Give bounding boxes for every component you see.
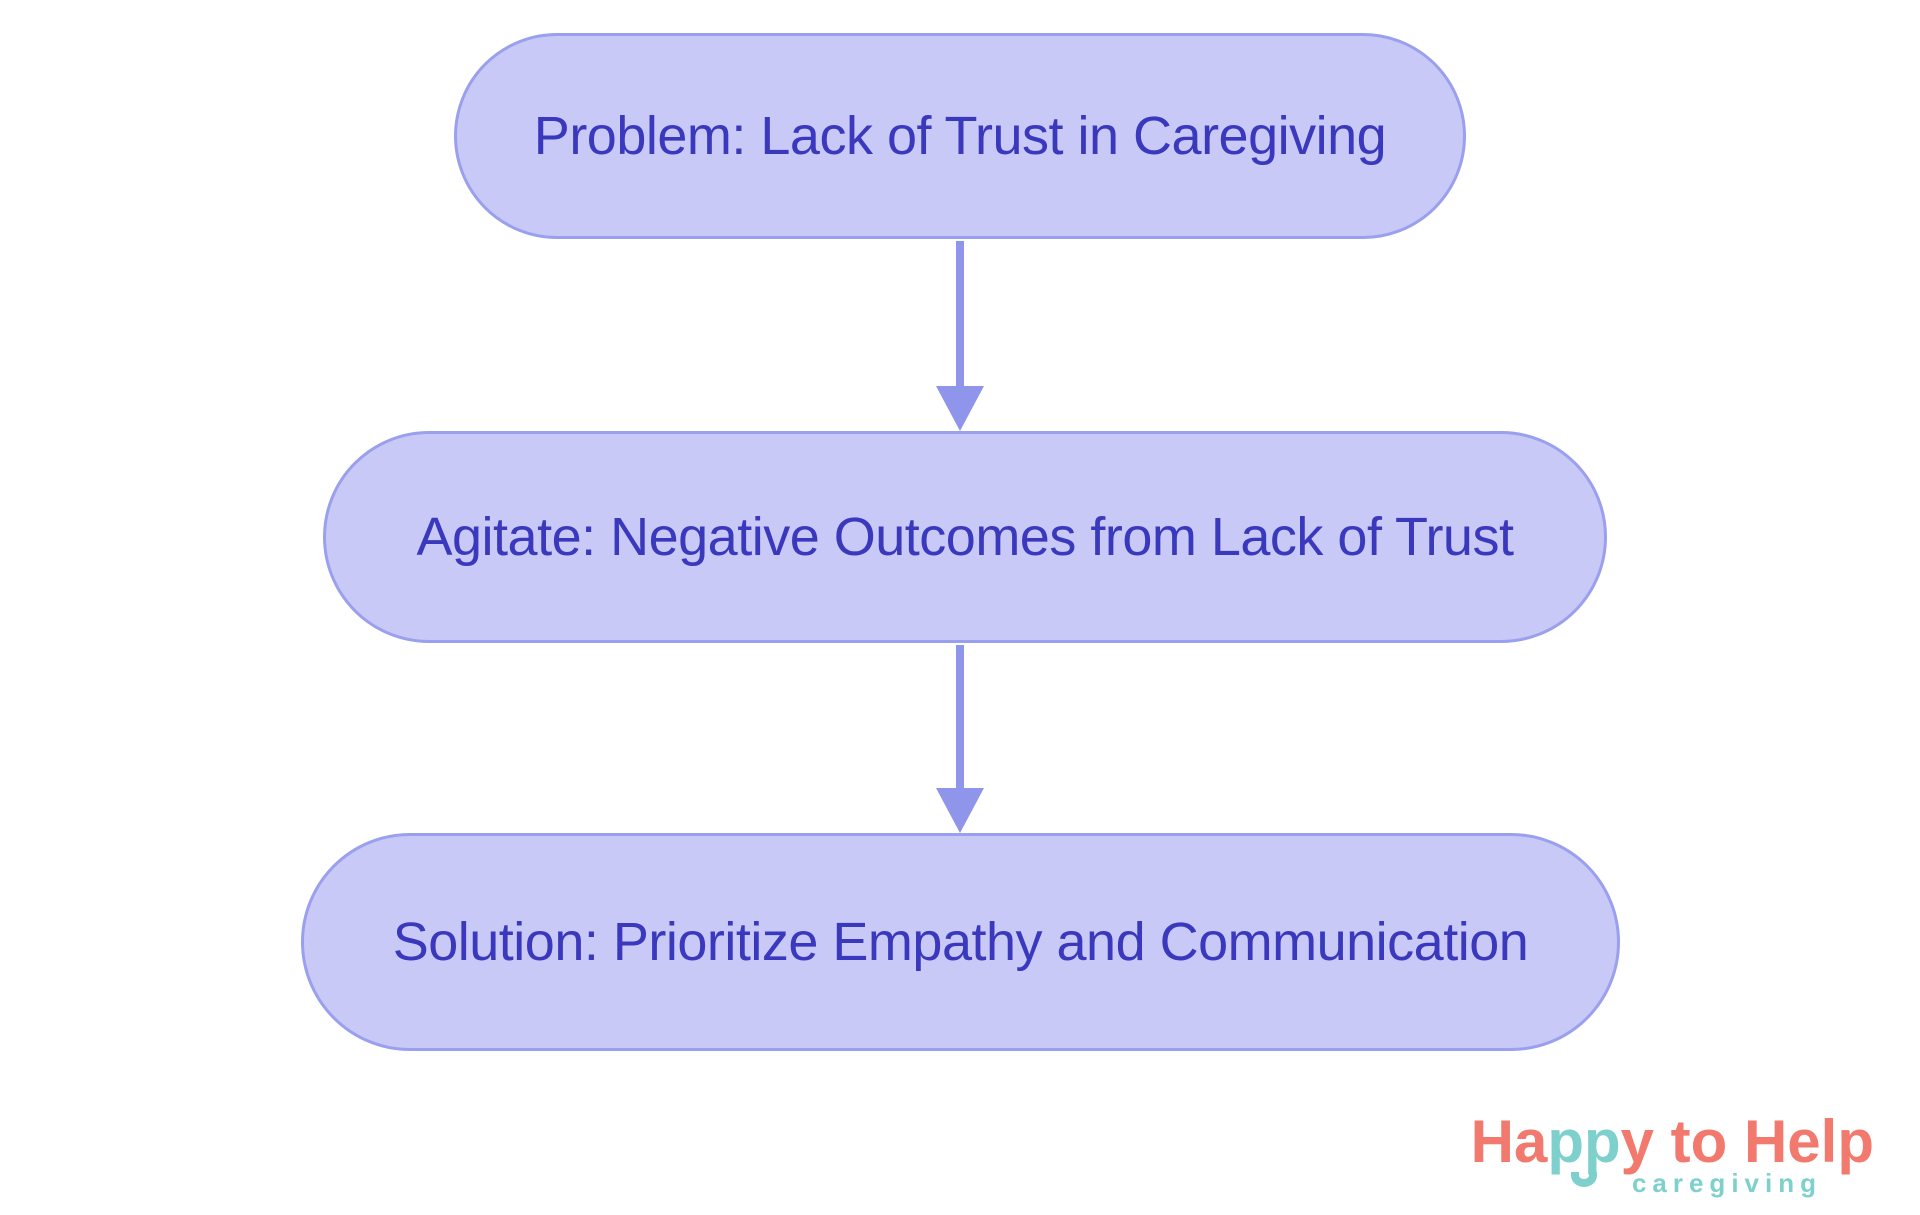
brand-logo-tagline: caregiving bbox=[1631, 1168, 1822, 1198]
flow-node-problem-label: Problem: Lack of Trust in Caregiving bbox=[533, 105, 1387, 166]
flow-node-solution: Solution: Prioritize Empathy and Communi… bbox=[301, 833, 1620, 1051]
arrow-line bbox=[956, 241, 964, 386]
arrow-down-icon bbox=[936, 386, 984, 431]
arrow-line bbox=[956, 645, 964, 788]
flow-node-agitate: Agitate: Negative Outcomes from Lack of … bbox=[323, 431, 1607, 643]
logo-text-ha: Ha bbox=[1470, 1108, 1548, 1175]
logo-text-y-to-help: y to Help bbox=[1620, 1108, 1874, 1175]
edge-problem-to-agitate bbox=[936, 241, 984, 431]
smile-icon bbox=[1570, 1172, 1597, 1187]
edge-agitate-to-solution bbox=[936, 645, 984, 833]
logo-text-pp-glyphs: pp bbox=[1547, 1108, 1621, 1175]
flow-node-solution-label: Solution: Prioritize Empathy and Communi… bbox=[392, 911, 1529, 972]
logo-text-pp: pp bbox=[1547, 1112, 1621, 1187]
flow-node-problem: Problem: Lack of Trust in Caregiving bbox=[454, 33, 1466, 239]
flow-node-agitate-label: Agitate: Negative Outcomes from Lack of … bbox=[416, 506, 1514, 567]
arrow-down-icon bbox=[936, 788, 984, 833]
